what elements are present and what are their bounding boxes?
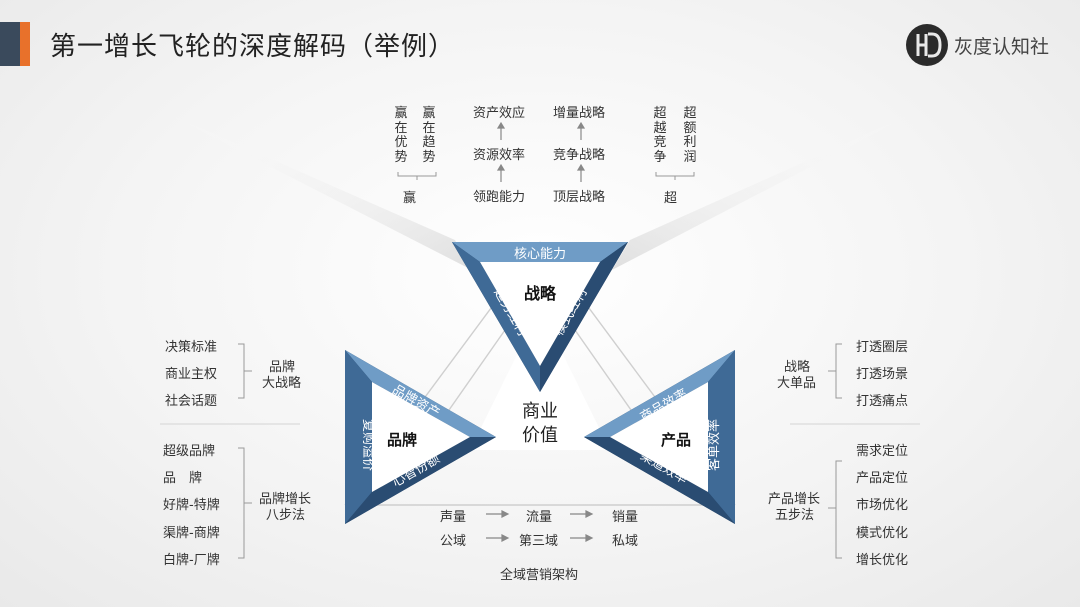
right-brackets	[828, 343, 842, 559]
strategy-top-label: 核心能力	[514, 247, 566, 262]
brand-lower-label-2: 八步法	[266, 508, 306, 523]
win-col-advantage: 赢在优势	[394, 106, 408, 165]
marketing-traffic: 流量	[526, 510, 553, 525]
strategy-chain-mid: 竞争战略	[553, 148, 606, 163]
beam-left	[160, 110, 472, 270]
logo-text: 灰度认知社	[954, 35, 1050, 58]
strategy-name: 战略	[524, 284, 557, 303]
brand-lower-item-2: 品 牌	[163, 471, 203, 486]
product-lower-item-2: 产品定位	[856, 471, 909, 486]
core-chain-top: 资产效应	[473, 106, 526, 121]
center-label-line1: 商业	[522, 401, 558, 422]
brand-lower-item-3: 好牌-特牌	[163, 498, 220, 513]
marketing-voice: 声量	[440, 510, 467, 525]
brand-left-label: 复购溢价	[360, 419, 376, 471]
marketing-caption: 全域营销架构	[500, 568, 579, 583]
brand-name: 品牌	[387, 431, 417, 449]
marketing-arrows	[486, 510, 594, 542]
product-upper-label-1: 战略	[784, 360, 811, 375]
product-lower-label-1: 产品增长	[768, 492, 821, 507]
product-upper-item-3: 打透痛点	[856, 394, 909, 409]
product-name: 产品	[661, 431, 691, 449]
product-right-label: 客单效率	[706, 419, 722, 471]
win-summary: 赢	[403, 191, 417, 206]
brand-upper-item-3: 社会话题	[165, 394, 218, 409]
product-upper-item-2: 打透场景	[856, 367, 909, 382]
product-lower-label-2: 五步法	[775, 508, 815, 523]
center-label-line2: 价值	[522, 425, 558, 446]
brand-upper-label-1: 品牌	[269, 360, 296, 375]
product-upper-label-2: 大单品	[777, 376, 817, 391]
product-lower-item-1: 需求定位	[856, 444, 909, 459]
brand-lower-item-4: 渠牌-商牌	[163, 526, 220, 541]
product-upper-item-1: 打透圈层	[856, 340, 909, 355]
product-lower-item-3: 市场优化	[856, 498, 909, 513]
title-accent-stripe	[20, 22, 30, 66]
product-lower-item-4: 模式优化	[856, 526, 909, 541]
marketing-private-domain: 私域	[612, 534, 639, 549]
product-triangle	[584, 350, 735, 524]
core-chain-mid: 资源效率	[473, 148, 526, 163]
strategy-chain-bottom: 顶层战略	[553, 190, 606, 205]
beam-right	[612, 110, 920, 270]
marketing-public-domain: 公域	[440, 534, 467, 549]
brand-lower-item-1: 超级品牌	[163, 444, 216, 459]
beyond-col-competition: 超越竞争	[653, 106, 667, 165]
beyond-col-profit: 超额利润	[683, 106, 697, 165]
brand-triangle	[345, 350, 496, 524]
core-chain-bottom: 领跑能力	[473, 190, 526, 205]
brand-lower-label-1: 品牌增长	[259, 492, 312, 507]
strategy-chain-top: 增量战略	[553, 106, 606, 121]
logo-mark-icon	[906, 24, 948, 66]
strategy-triangle	[452, 242, 628, 392]
marketing-sales: 销量	[612, 510, 639, 525]
brand-upper-item-2: 商业主权	[165, 367, 218, 382]
page-title: 第一增长飞轮的深度解码（举例）	[50, 32, 456, 62]
brand-upper-item-1: 决策标准	[165, 340, 218, 355]
brand-logo: 灰度认知社	[906, 24, 1049, 66]
title-accent-bar	[0, 22, 20, 66]
beyond-summary: 超	[664, 191, 678, 206]
brand-upper-label-2: 大战略	[262, 376, 302, 391]
left-brackets	[238, 343, 252, 559]
top-brackets	[397, 172, 695, 180]
win-col-trend: 赢在趋势	[422, 106, 436, 165]
brand-lower-item-5: 白牌-厂牌	[163, 553, 220, 568]
marketing-third-domain: 第三域	[519, 534, 559, 549]
up-arrows	[496, 121, 586, 182]
product-lower-item-5: 增长优化	[856, 553, 909, 568]
